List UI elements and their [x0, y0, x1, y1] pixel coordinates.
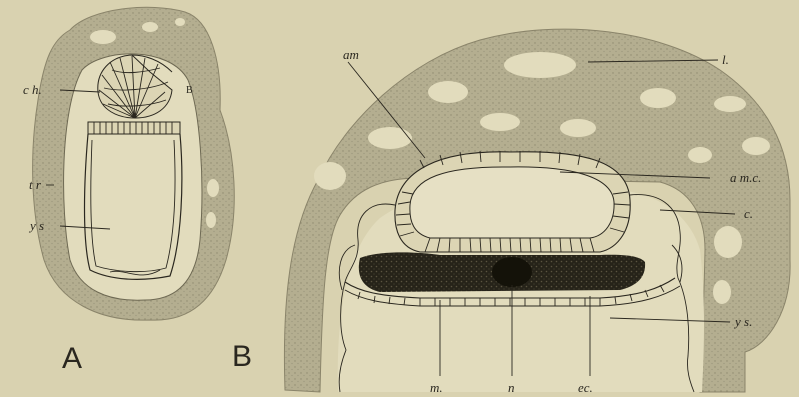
tissue-hole: [314, 162, 346, 190]
tissue-hole: [206, 212, 216, 228]
label-n: n: [508, 380, 515, 395]
tissue-hole: [428, 81, 468, 103]
panel-letter-a: A: [62, 342, 82, 375]
tissue-hole: [713, 280, 731, 304]
tissue-hole: [742, 137, 770, 155]
label-m: m.: [430, 380, 443, 395]
panel-letter-b: B: [232, 340, 252, 373]
panel-a: c h. B t r y s A: [23, 7, 234, 375]
label-tr: t r: [29, 177, 42, 192]
label-c: c.: [744, 206, 753, 221]
amniotic-cavity-b: [395, 151, 630, 252]
tissue-hole: [142, 22, 158, 32]
label-ec: ec.: [578, 380, 593, 395]
tissue-hole: [714, 96, 746, 112]
label-ys-b: y s.: [733, 314, 752, 329]
tissue-hole: [504, 52, 576, 78]
tissue-hole: [368, 127, 412, 149]
tissue-hole: [175, 18, 185, 26]
notochord-b: [492, 257, 532, 287]
tissue-hole: [560, 119, 596, 137]
tissue-hole: [207, 179, 219, 197]
label-ys-a: y s: [28, 218, 44, 233]
tissue-hole: [640, 88, 676, 108]
tissue-hole: [688, 147, 712, 163]
label-amc: a m.c.: [730, 170, 761, 185]
label-b-small: B: [186, 85, 193, 96]
label-am: am: [343, 47, 359, 62]
tissue-hole: [480, 113, 520, 131]
label-ch: c h.: [23, 82, 42, 97]
tissue-hole: [90, 30, 116, 44]
tissue-hole: [714, 226, 742, 258]
panel-b: am l. a m.c. c. y s. m. n ec. B: [232, 29, 790, 395]
label-l: l.: [722, 52, 729, 67]
